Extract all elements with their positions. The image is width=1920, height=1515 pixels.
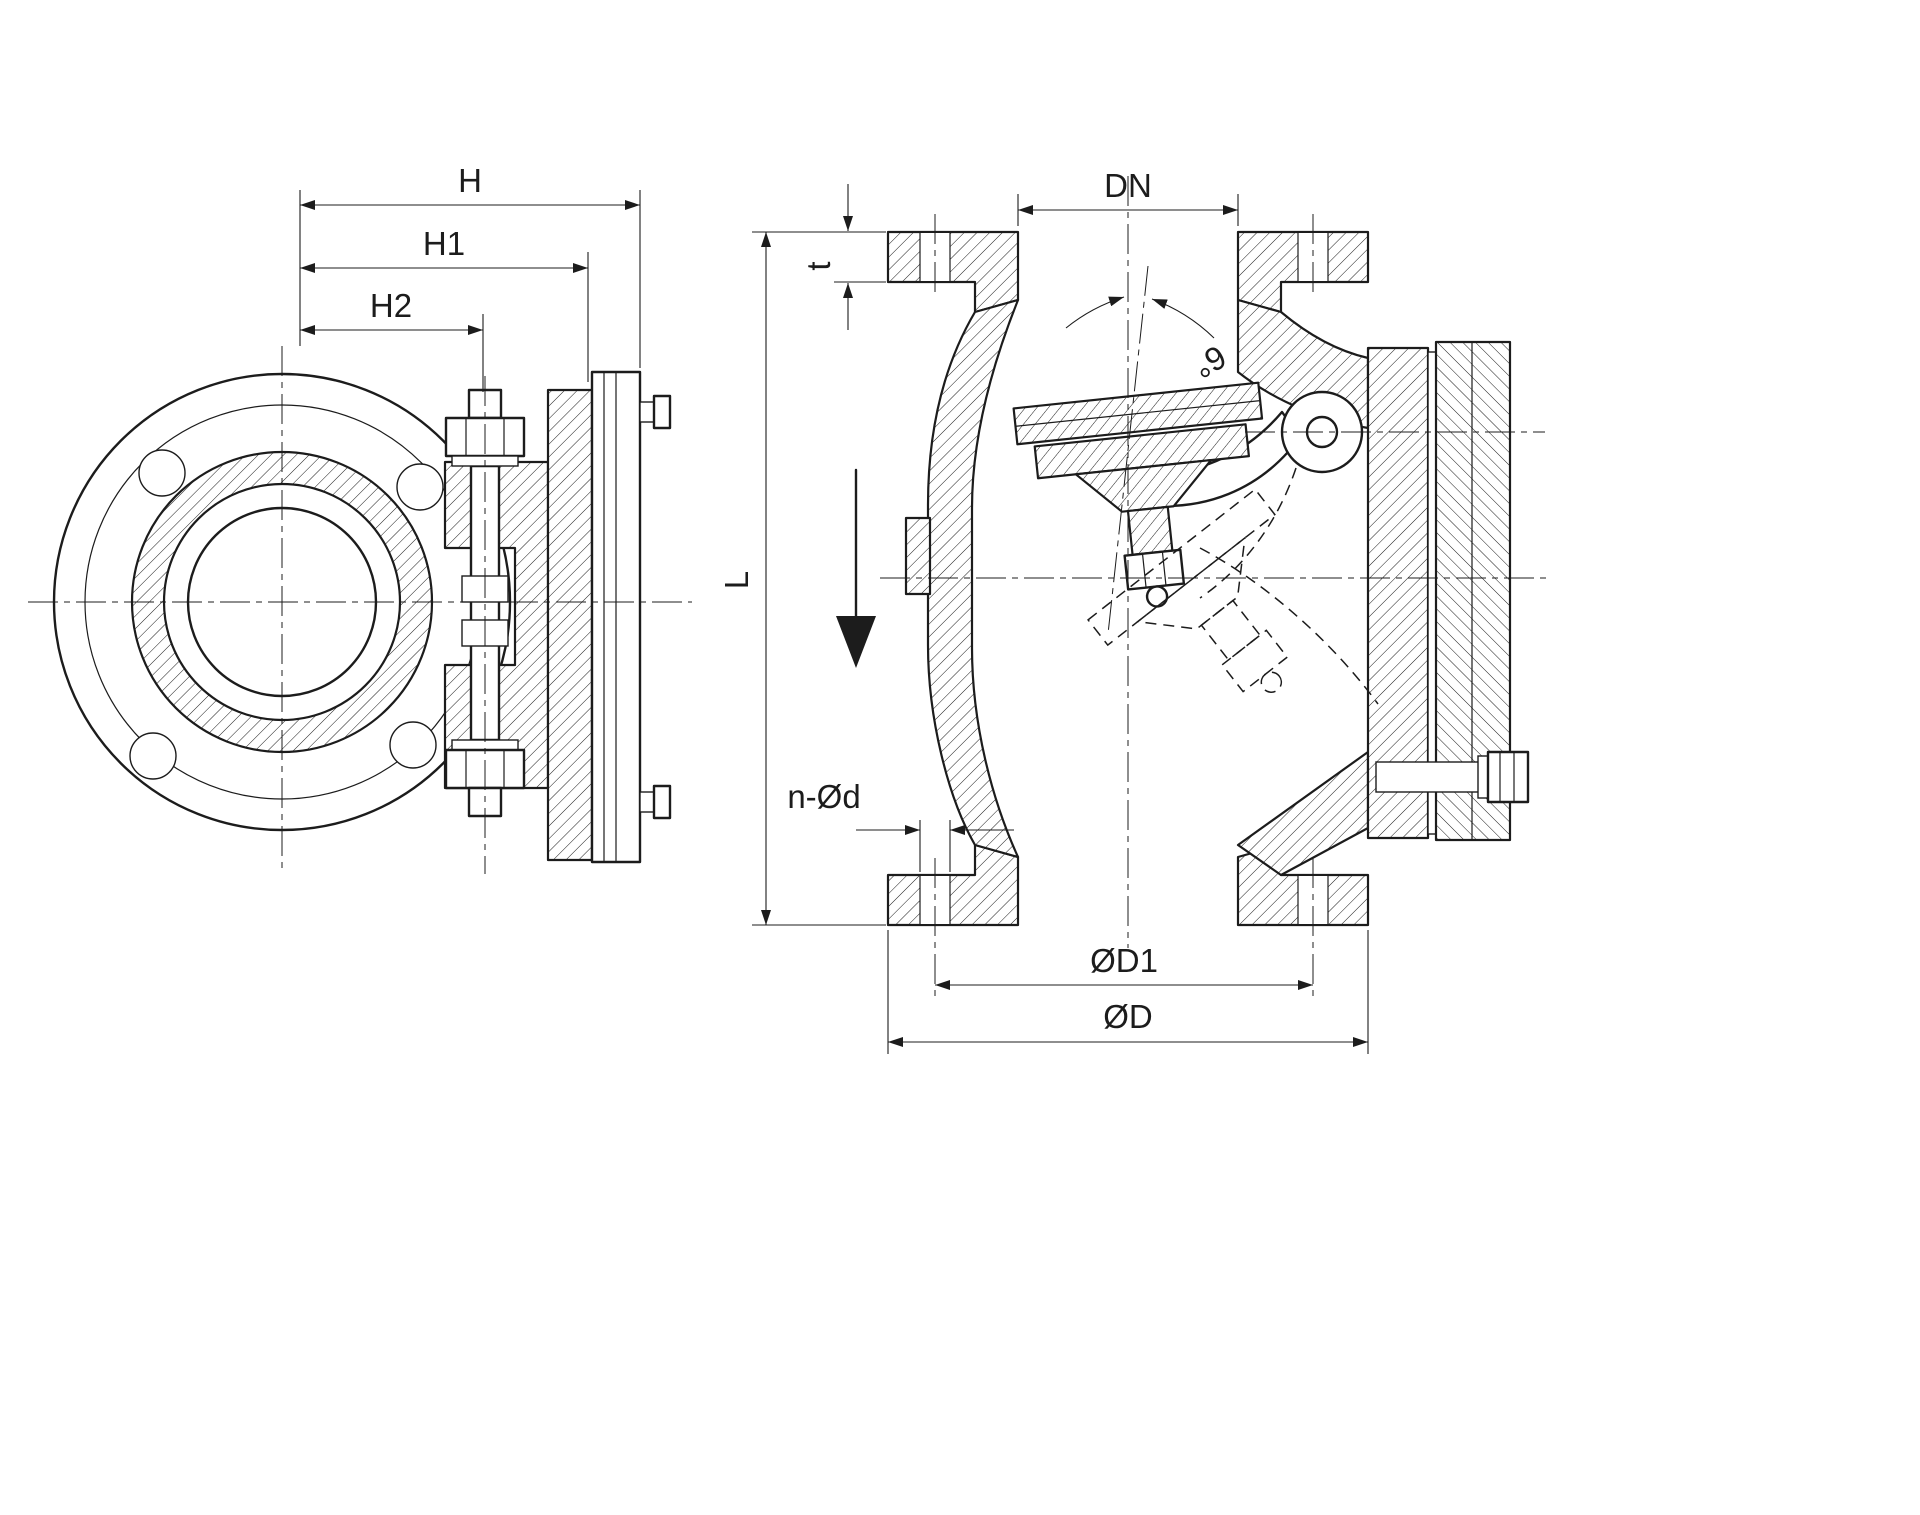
dimension-dn: DN <box>1017 167 1239 226</box>
bolt-shaft <box>639 401 655 423</box>
bolt-holes-front <box>129 449 444 780</box>
flange-bolt-hole-bottom-left <box>919 858 951 998</box>
tilted-axis-centerline <box>1107 265 1149 635</box>
dimension-l: L <box>718 231 886 926</box>
flange-bolt-hole-bottom-right <box>1297 858 1329 998</box>
dimension-label-d: ØD <box>1103 998 1153 1035</box>
bolt-hole <box>129 732 177 780</box>
cover-bolt <box>1375 750 1530 804</box>
hex-facet-line <box>1161 551 1167 586</box>
dimension-label-h1: H1 <box>423 225 465 262</box>
arrow-head <box>836 616 876 668</box>
dimension-h: H <box>299 162 641 368</box>
hidden-disc-edge <box>1199 547 1379 705</box>
dimension-label-bolt-holes: n-Ød <box>787 778 860 815</box>
seat-step-line <box>1015 400 1261 427</box>
cover-side-bolt-bottom <box>639 784 672 820</box>
bottom-flange-left-section <box>886 843 1020 927</box>
disc-holder-section <box>1074 458 1213 513</box>
dimension-t: t <box>800 184 886 330</box>
flange-bolt-hole-top-left <box>919 214 951 298</box>
dimension-d1: ØD1 <box>935 942 1313 990</box>
hex-facet-line <box>1141 553 1147 588</box>
stud-shaft <box>469 464 501 742</box>
hidden-disc <box>1087 488 1276 647</box>
bonnet-flange-section <box>546 388 594 862</box>
bolt-head <box>652 394 672 430</box>
hidden-nut <box>1221 629 1289 693</box>
cover-section <box>1434 340 1512 842</box>
dimension-label-dn: DN <box>1104 167 1152 204</box>
hidden-arm-open <box>1199 467 1297 599</box>
dimension-label-h: H <box>458 162 482 199</box>
dimension-label-t: t <box>800 261 837 270</box>
hidden-nut-tip <box>1260 671 1283 693</box>
dimension-d: ØD <box>887 930 1369 1054</box>
dimension-h1: H1 <box>300 225 589 382</box>
section-view <box>836 176 1548 998</box>
dimension-label-d1: ØD1 <box>1090 942 1158 979</box>
disc-nut-tip <box>1145 585 1169 608</box>
front-view-centerlines <box>28 346 692 874</box>
front-view <box>28 346 692 874</box>
bolt-washer <box>1477 755 1489 799</box>
dimension-angle: 6° <box>1065 296 1233 386</box>
bolt-hole <box>389 721 437 769</box>
dimension-bolt-holes: n-Ød <box>787 778 1014 872</box>
disc-stem-section <box>1126 505 1174 556</box>
bolt-head <box>1486 750 1530 804</box>
section-view-centerlines <box>880 176 1548 948</box>
body-wall-lower-right-section <box>1236 750 1370 877</box>
flange-bolt-hole-top-right <box>1297 214 1329 298</box>
dimension-label-h2: H2 <box>370 287 412 324</box>
flow-direction-arrow <box>836 468 876 668</box>
body-boss-section <box>904 516 932 596</box>
dimension-label-angle: 6° <box>1187 338 1233 386</box>
dimension-label-l: L <box>718 571 755 589</box>
seat-disc-assembly <box>1012 381 1264 608</box>
body-wall-left-section <box>926 298 1020 859</box>
top-flange-left-section <box>886 230 1020 314</box>
dimensions: H H1 H2 DN t L <box>299 162 1369 1054</box>
dimension-h2: H2 <box>300 287 484 392</box>
cover-side-bolt-top <box>639 394 672 430</box>
bolt-shaft <box>1375 761 1489 793</box>
bolt-shaft <box>639 791 655 813</box>
angle-arc <box>1151 298 1215 339</box>
angle-arc <box>1065 296 1125 329</box>
disc-open-position-hidden <box>1087 488 1289 693</box>
hidden-stem <box>1200 599 1262 661</box>
cover-flange-section <box>1366 346 1430 840</box>
bolt-hole <box>138 449 186 497</box>
bolt-hole <box>396 463 444 511</box>
hidden-disc-holder <box>1135 536 1246 630</box>
bolt-head <box>652 784 672 820</box>
